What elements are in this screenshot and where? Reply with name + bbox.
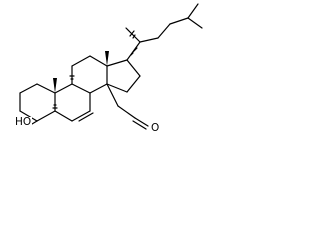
ring-d — [106, 59, 141, 93]
double-bond-c7-c8 — [78, 112, 94, 122]
carbonyl-oxygen-label: O — [150, 122, 161, 134]
formyl-c-o-double-bond-inner — [132, 120, 147, 130]
formyl-c-o-double-bond — [134, 117, 149, 127]
formyl-c-h — [117, 105, 136, 119]
ring-c — [71, 55, 108, 94]
c5-stereo-hash — [52, 104, 58, 109]
c10-methyl-wedge — [53, 78, 57, 93]
molecule-structure-canvas: HO O — [0, 0, 213, 152]
c9-stereo-hash — [69, 75, 75, 80]
formyl-bond — [106, 83, 119, 107]
hydroxyl-bond — [31, 120, 38, 125]
c13-methyl-wedge — [105, 51, 109, 66]
side-chain — [125, 3, 203, 61]
c17-stereo-hash — [130, 47, 138, 56]
ring-b — [54, 83, 91, 122]
steroid-skeleton-drawing — [19, 3, 203, 130]
c20-stereo-hash — [129, 30, 136, 39]
hydroxyl-label: HO — [14, 116, 33, 128]
